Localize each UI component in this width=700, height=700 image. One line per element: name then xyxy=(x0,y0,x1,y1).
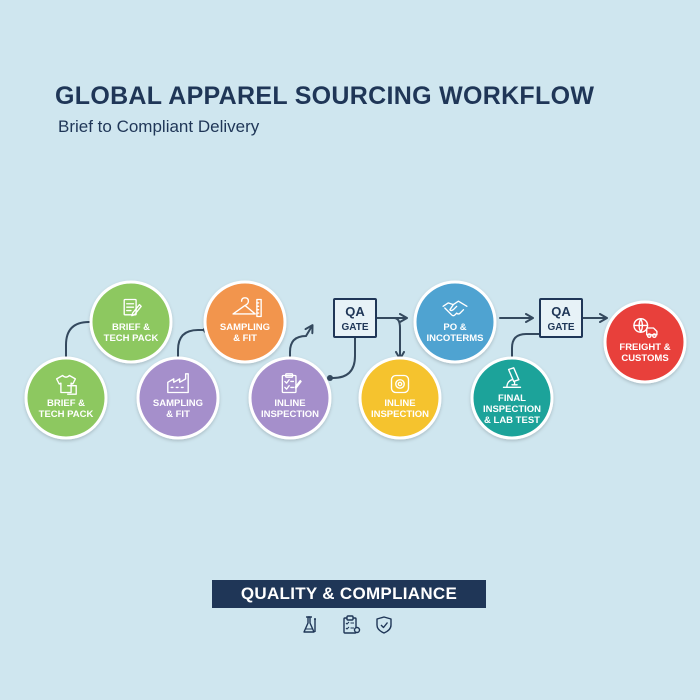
node-circle xyxy=(603,300,687,384)
node-freight-customs: FREIGHT &CUSTOMS xyxy=(603,300,687,384)
qa-gate-1: QA GATE xyxy=(333,298,377,338)
connector-brief xyxy=(65,321,97,366)
node-label: & LAB TEST xyxy=(484,415,540,426)
node-label: PO & xyxy=(443,322,466,333)
node-label: SAMPLING xyxy=(220,322,270,333)
node-label: TECH PACK xyxy=(39,409,94,420)
connector-dot xyxy=(327,375,333,381)
node-label: & FIT xyxy=(166,409,190,420)
node-label: INSPECTION xyxy=(261,409,319,420)
qa-gate-1-line2: GATE xyxy=(341,322,368,333)
node-circle xyxy=(203,280,287,364)
qa-gate-2-line1: QA xyxy=(551,304,571,319)
node-label: CUSTOMS xyxy=(621,353,668,364)
node-label: INLINE xyxy=(384,398,415,409)
node-label: TECH PACK xyxy=(104,333,159,344)
node-circle xyxy=(358,356,442,440)
magnifier-icon xyxy=(390,374,410,394)
node-label: BRIEF & xyxy=(47,398,85,409)
hanger-ruler-icon xyxy=(232,297,262,318)
node-sampling-top: SAMPLING& FIT xyxy=(203,280,287,364)
node-label: BRIEF & xyxy=(112,322,150,333)
node-label: INLINE xyxy=(274,398,305,409)
legend-icons xyxy=(303,615,392,634)
connector-sampling xyxy=(177,329,207,363)
connector-gate1-down xyxy=(329,335,356,379)
node-circle xyxy=(136,356,220,440)
node-label: INSPECTION xyxy=(483,404,541,415)
flask-icon xyxy=(303,616,316,633)
globe-truck-icon xyxy=(633,317,658,339)
shield-check-icon xyxy=(376,616,392,634)
clipboard-list-icon xyxy=(343,615,361,634)
microscope-icon xyxy=(502,367,522,389)
diagram-subtitle: Brief to Compliant Delivery xyxy=(58,117,260,136)
connector-final xyxy=(511,333,541,361)
node-circle xyxy=(248,356,332,440)
node-label: FINAL xyxy=(498,393,526,404)
handshake-icon xyxy=(442,300,468,317)
node-sampling-bottom: SAMPLING& FIT xyxy=(136,356,220,440)
node-label: FREIGHT & xyxy=(619,342,670,353)
clipboard-check-icon xyxy=(281,373,302,394)
connector-inline xyxy=(289,324,314,363)
node-label: INCOTERMS xyxy=(427,333,484,344)
qa-gate-2-line2: GATE xyxy=(547,322,574,333)
node-circle xyxy=(24,356,108,440)
node-circle xyxy=(470,356,554,440)
diagram-title: GLOBAL APPAREL SOURCING WORKFLOW xyxy=(55,82,595,110)
document-pencil-icon xyxy=(123,298,142,317)
node-brief-top: BRIEF &TECH PACK xyxy=(89,280,173,364)
node-circle xyxy=(89,280,173,364)
node-label: INSPECTION xyxy=(371,409,429,420)
node-circle xyxy=(413,280,497,364)
garment-icon xyxy=(55,374,77,395)
node-brief-bottom: BRIEF &TECH PACK xyxy=(24,356,108,440)
factory-icon xyxy=(167,373,189,394)
qa-gate-2: QA GATE xyxy=(539,298,583,338)
node-label: & FIT xyxy=(233,333,257,344)
quality-compliance-banner: QUALITY & COMPLIANCE xyxy=(212,580,486,608)
connector-po-down xyxy=(393,317,405,360)
node-label: SAMPLING xyxy=(153,398,203,409)
node-po-incoterms: PO &INCOTERMS xyxy=(413,280,497,364)
qa-gate-1-line1: QA xyxy=(345,304,365,319)
